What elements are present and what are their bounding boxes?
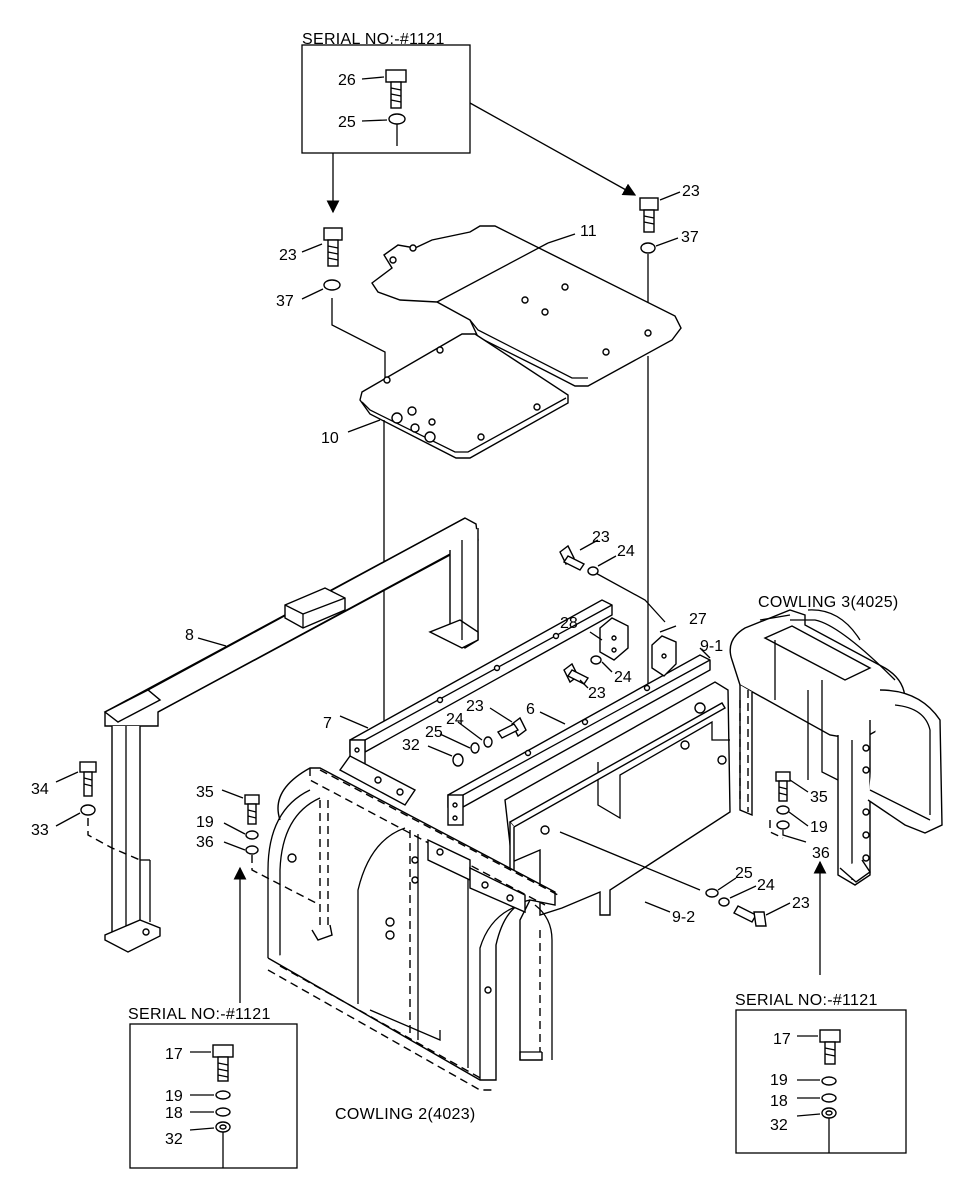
- cowling-3: [729, 609, 943, 886]
- panel-9-2: [504, 681, 731, 916]
- serial-box-bottom-left-header: SERIAL NO:-#1121: [128, 1006, 271, 1023]
- label-23-b: 23: [588, 685, 606, 702]
- label-23-c: 23: [466, 698, 484, 715]
- washer-24-mid-icon: [587, 566, 599, 576]
- label-24-mid: 24: [617, 543, 635, 560]
- label-17-right: 17: [773, 1031, 791, 1048]
- bolt-34-icon: [79, 761, 97, 797]
- bolt-17-right-icon: [819, 1029, 841, 1065]
- label-23-mid: 23: [592, 529, 610, 546]
- bracket-27: [651, 635, 677, 677]
- bolt-23-top-right-icon: [639, 197, 659, 233]
- washer-36-right-icon: [776, 820, 790, 830]
- bolt-23-c-icon: [496, 716, 527, 739]
- label-37-left: 37: [276, 293, 294, 310]
- washer-19-right-icon: [776, 805, 790, 815]
- cowling-2-label: COWLING 2(4023): [335, 1106, 476, 1123]
- label-36-right: 36: [812, 845, 830, 862]
- bracket-28: [599, 617, 629, 661]
- serial-box-bottom-right: SERIAL NO:-#1121 17 19 18 32: [735, 992, 907, 1154]
- label-35-left: 35: [196, 784, 214, 801]
- label-23-top-left: 23: [279, 247, 297, 264]
- label-36-left: 36: [196, 834, 214, 851]
- washer-25-bot-icon: [705, 888, 719, 898]
- label-23-top-right: 23: [682, 183, 700, 200]
- bolt-35-right-icon: [775, 771, 791, 802]
- cowling-3-label: COWLING 3(4025): [758, 594, 899, 611]
- frame-mount-pad: [284, 587, 346, 629]
- label-32-bl: 32: [165, 1131, 183, 1148]
- bolt-23-bot-icon: [733, 905, 767, 927]
- washer-37-left-icon: [323, 279, 341, 291]
- frame-8: [103, 517, 479, 953]
- label-9-1: 9-1: [700, 638, 723, 655]
- label-19-left: 19: [196, 814, 214, 831]
- washer-24-b-icon: [590, 655, 602, 665]
- floor-plate-10: [359, 333, 569, 459]
- label-25-bot: 25: [735, 865, 753, 882]
- label-6: 6: [526, 701, 535, 718]
- serial-box-top: SERIAL NO:-#1121 26 25: [301, 31, 471, 154]
- label-26: 26: [338, 72, 356, 89]
- label-32: 32: [402, 737, 420, 754]
- washer-24-bot-icon: [718, 897, 730, 907]
- serial-box-top-header: SERIAL NO:-#1121: [302, 31, 445, 48]
- label-10: 10: [321, 430, 339, 447]
- label-27: 27: [689, 611, 707, 628]
- label-24-b: 24: [614, 669, 632, 686]
- label-11: 11: [580, 223, 597, 240]
- bolt-26-icon: [385, 69, 407, 109]
- washer-33-icon: [80, 804, 96, 816]
- label-9-2: 9-2: [672, 909, 695, 926]
- label-23-bot: 23: [792, 895, 810, 912]
- label-19-br: 19: [770, 1072, 788, 1089]
- washer-19-left-icon: [245, 830, 259, 840]
- rail-6: [447, 654, 711, 826]
- bolt-35-left-icon: [244, 794, 260, 825]
- rail-7: [349, 599, 613, 771]
- washer-25-icon: [388, 113, 406, 125]
- floor-plate-11: [371, 225, 682, 387]
- bolt-17-left-icon: [212, 1044, 234, 1082]
- bolt-23-top-left-icon: [323, 227, 343, 267]
- label-25: 25: [338, 114, 356, 131]
- label-17-left: 17: [165, 1046, 183, 1063]
- washer-36-left-icon: [245, 845, 259, 855]
- label-28: 28: [560, 615, 578, 632]
- label-24-bot: 24: [757, 877, 775, 894]
- label-24-c: 24: [446, 711, 464, 728]
- label-8: 8: [185, 627, 194, 644]
- bolt-23-mid-icon: [559, 544, 586, 571]
- label-18-br: 18: [770, 1093, 788, 1110]
- serial-box-bottom-right-header: SERIAL NO:-#1121: [735, 992, 878, 1009]
- label-33: 33: [31, 822, 49, 839]
- washer-37-right-icon: [640, 242, 656, 254]
- label-19-bl: 19: [165, 1088, 183, 1105]
- bolt-23-b-icon: [563, 662, 590, 685]
- label-37-right: 37: [681, 229, 699, 246]
- label-35-right: 35: [810, 789, 828, 806]
- label-25-c: 25: [425, 724, 443, 741]
- label-7: 7: [323, 715, 332, 732]
- nut-32-icon: [452, 753, 464, 767]
- label-18-bl: 18: [165, 1105, 183, 1122]
- panel-9-1: [508, 702, 726, 874]
- label-19-right: 19: [810, 819, 828, 836]
- washer-24-c-icon: [483, 736, 493, 748]
- serial-box-bottom-left: SERIAL NO:-#1121 17 19 18 32: [128, 1006, 298, 1169]
- label-34: 34: [31, 781, 49, 798]
- cowling-2: [267, 755, 561, 1091]
- label-32-br: 32: [770, 1117, 788, 1134]
